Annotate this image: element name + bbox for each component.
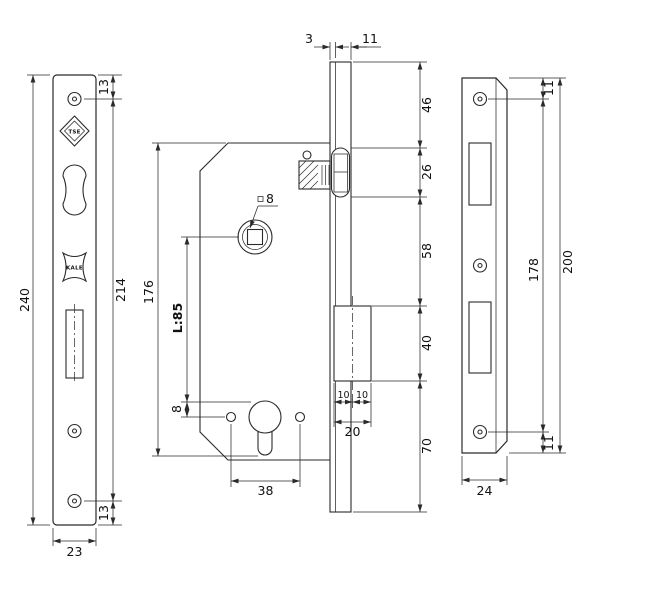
dim-label-11: 11 — [362, 31, 378, 46]
faceplate-outline — [52, 74, 97, 526]
follower-hub — [237, 219, 273, 255]
dim-label-26: 26 — [419, 164, 434, 180]
dim-label-38: 38 — [258, 483, 274, 498]
leader-arrow — [249, 205, 259, 229]
lock-body-view: 8 3 11 17 — [141, 31, 434, 513]
dim-label-13-bottom: 13 — [96, 505, 111, 521]
tse-logo-outer-diamond — [59, 115, 90, 147]
kale-logo-frame — [61, 251, 88, 283]
dim-label-11-bottom: 11 — [541, 435, 556, 451]
strike-screw-hole-mid-inner — [477, 262, 483, 269]
dim-label-L85: L:85 — [170, 303, 185, 333]
cylinder-stem — [257, 431, 273, 456]
strike-screw-hole-top-inner — [477, 96, 483, 102]
forend-top-dimensions: 3 11 — [305, 31, 381, 60]
latch-opening — [330, 147, 351, 198]
dim-label-8: 8 — [169, 405, 184, 413]
latch-tail — [298, 160, 331, 190]
latch-pivot — [302, 150, 312, 160]
tse-logo-inner-diamond — [63, 120, 86, 142]
tse-logo: TSE — [59, 115, 90, 147]
dim-label-23: 23 — [67, 544, 83, 559]
faceplate-screw-hole-bottom — [67, 493, 82, 509]
dim-label-214: 214 — [113, 278, 128, 302]
faceplate-dimensions: 240 13 214 13 23 — [17, 74, 128, 559]
dim-label-3: 3 — [305, 31, 313, 46]
latch-bolt-head — [333, 153, 348, 193]
dim-label-20: 20 — [345, 424, 361, 439]
body-bottom-dimensions: 38 10 10 20 — [230, 383, 372, 498]
latch-assembly — [298, 147, 351, 198]
forend-strip — [329, 61, 352, 513]
lock-case-outline — [199, 142, 330, 461]
latch-hatching — [298, 160, 319, 190]
dim-label-40: 40 — [419, 335, 434, 351]
square-symbol-icon — [257, 196, 264, 202]
cylinder-circle — [248, 400, 282, 434]
dim-label-10-left: 10 — [337, 390, 349, 401]
dim-label-46: 46 — [419, 97, 434, 113]
strike-screw-hole-top — [472, 91, 488, 107]
body-left-dimensions: 176 L:85 8 — [141, 142, 258, 457]
strike-screw-hole-mid — [472, 258, 488, 273]
strike-latch-opening — [468, 142, 492, 206]
body-right-dimensions: 46 26 58 40 70 — [351, 61, 434, 513]
fixing-post-left — [225, 411, 237, 423]
faceplate-screw-hole-mid-inner — [71, 428, 78, 434]
strike-dimensions: 11 178 11 200 24 — [461, 77, 575, 498]
follower-dimension: 8 — [249, 191, 278, 229]
fixing-post-right — [294, 411, 306, 423]
kale-logo: KALE — [61, 251, 88, 283]
follower-square-hole — [246, 228, 264, 246]
cylinder-hole — [248, 400, 282, 456]
faceplate-screw-hole-top — [67, 91, 82, 107]
dim-label-58: 58 — [419, 243, 434, 259]
strike-plate-outline — [461, 77, 508, 454]
dim-label-240: 240 — [17, 288, 32, 312]
follower-outer-circle — [237, 219, 273, 255]
faceplate-screw-hole-mid — [67, 423, 82, 439]
strike-plate-view: 11 178 11 200 24 — [461, 77, 575, 498]
strike-screw-hole-bottom-inner — [477, 429, 483, 435]
dim-label-178: 178 — [526, 258, 541, 282]
dim-label-10-right: 10 — [356, 390, 368, 401]
strike-screw-hole-bottom — [472, 424, 488, 440]
follower-inner-circle — [242, 224, 268, 250]
faceplate-screw-hole-bottom-inner — [71, 498, 78, 504]
dim-label-24: 24 — [477, 483, 493, 498]
kale-logo-text: KALE — [66, 266, 83, 272]
tse-logo-text: TSE — [68, 130, 80, 136]
dim-label-13-top: 13 — [96, 79, 111, 95]
dim-label-follower-8: 8 — [266, 191, 274, 206]
latch-spring — [321, 165, 330, 185]
dim-label-70: 70 — [419, 438, 434, 454]
dim-label-176: 176 — [141, 280, 156, 304]
latch-cutout — [62, 164, 87, 216]
faceplate-view: TSE KALE 240 13 214 13 — [17, 74, 128, 559]
dim-label-11-top: 11 — [541, 80, 556, 96]
dim-label-200: 200 — [560, 250, 575, 274]
strike-deadbolt-opening — [468, 301, 492, 374]
faceplate-screw-hole-top-inner — [71, 96, 78, 102]
